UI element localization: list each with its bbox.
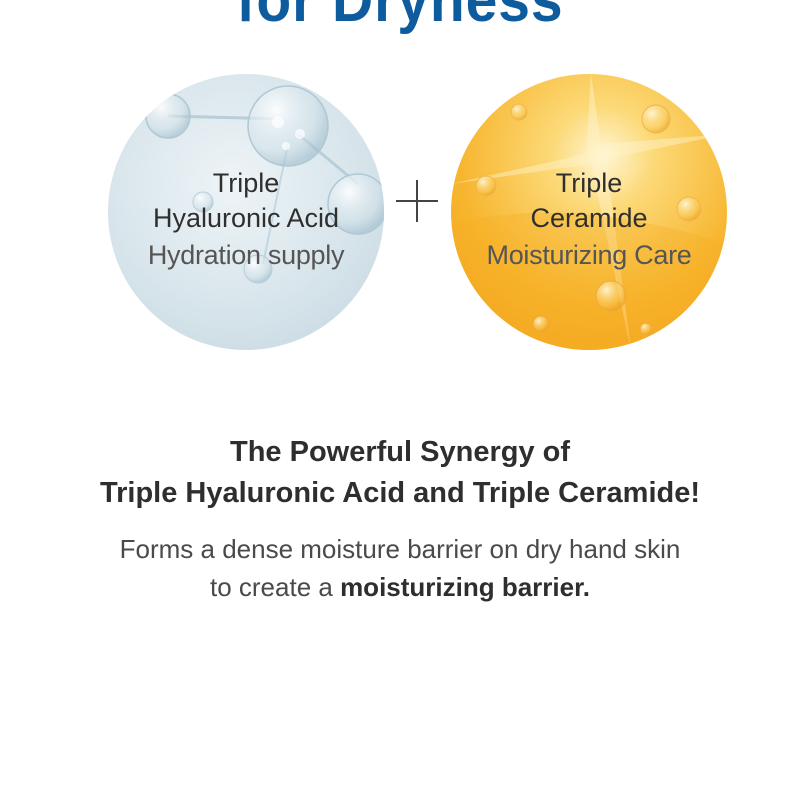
headline-line1: The Powerful Synergy of	[230, 436, 570, 468]
circle-title-line2: Hyaluronic Acid	[152, 203, 340, 233]
description-line2: to create a moisturizing barrier.	[0, 568, 800, 606]
description-line2-bold: moisturizing barrier.	[340, 572, 591, 602]
synergy-headline: The Powerful Synergy of Triple Hyaluroni…	[0, 432, 800, 514]
circle-subtitle: Moisturizing Care	[486, 240, 692, 270]
description: Forms a dense moisture barrier on dry ha…	[0, 530, 800, 606]
plus-icon	[396, 180, 438, 222]
description-line2-prefix: to create a	[209, 572, 341, 602]
description-line1: Forms a dense moisture barrier on dry ha…	[119, 534, 681, 564]
page-title: for Dryness	[236, 0, 564, 35]
headline-line2: Triple Hyaluronic Acid and Triple Cerami…	[99, 477, 701, 509]
circle-title-line1: Triple	[555, 168, 623, 198]
hyaluronic-acid-circle: Triple Hyaluronic Acid Hydration supply	[108, 74, 384, 350]
molecule-bubbles-image	[108, 74, 384, 350]
circle-subtitle: Hydration supply	[147, 240, 345, 270]
golden-bubbles-image	[451, 74, 727, 350]
circle-title-line2: Ceramide	[530, 203, 648, 233]
circle-title-line1: Triple	[212, 168, 280, 198]
ceramide-circle: Triple Ceramide Moisturizing Care	[451, 74, 727, 350]
